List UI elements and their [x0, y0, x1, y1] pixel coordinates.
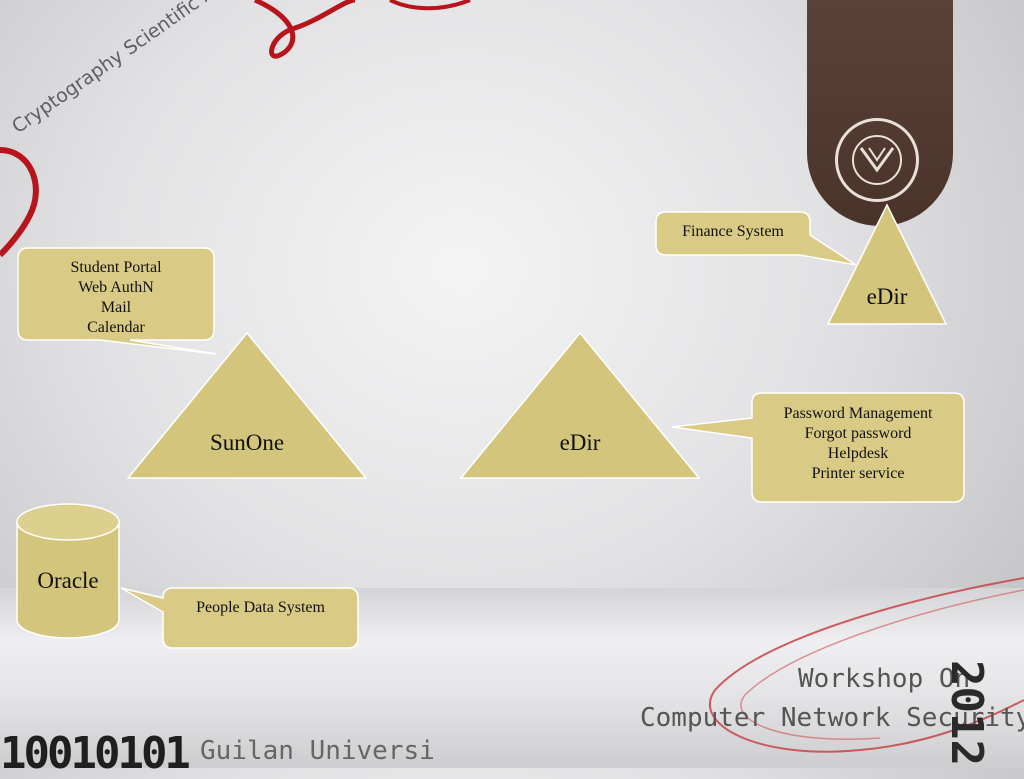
workshop-title-line1: Workshop On [798, 664, 971, 694]
callout-line: Printer service [811, 465, 905, 482]
oracle-cylinder-body [16, 521, 120, 639]
sunone-callout [17, 247, 217, 355]
swirl-bottom-right-2 [740, 589, 1024, 740]
oracle-label: Oracle [37, 568, 99, 593]
oracle-cylinder-top [16, 503, 120, 541]
people-data-callout [120, 587, 359, 649]
swirl-bottom-right [708, 577, 1024, 753]
callout-line: Mail [100, 299, 132, 316]
finance-callout [655, 211, 857, 266]
callout-line: Calendar [87, 319, 145, 336]
edir-center-callout [671, 392, 965, 503]
callout-line: Forgot password [804, 425, 912, 442]
association-seal-inner [852, 135, 902, 185]
finance-callout-text: Finance System [682, 223, 784, 240]
edir-right-triangle [826, 203, 948, 325]
university-watermark: Guilan Universi [200, 736, 435, 766]
swirl-top [253, 0, 356, 59]
callout-line: Password Management [783, 405, 933, 422]
callout-line: Web AuthN [78, 279, 154, 296]
callout-line: Helpdesk [827, 445, 889, 462]
people-data-callout-text: People Data System [196, 599, 325, 616]
sunone-callout-text: Student Portal Web AuthN Mail Calendar [18, 258, 214, 338]
callout-line: Student Portal [70, 259, 162, 276]
sunone-triangle [126, 331, 368, 479]
sunone-label: SunOne [209, 430, 285, 455]
association-seal-outer [835, 118, 919, 202]
edir-center-callout-text: Password Management Forgot password Help… [752, 404, 964, 484]
workshop-title-line2: Computer Network Security [640, 703, 1024, 733]
swirl-left [0, 147, 39, 258]
seal-emblem-icon [859, 147, 895, 173]
edir-center-triangle [459, 331, 701, 479]
edir-center-label: eDir [559, 430, 601, 455]
swirl-top-2 [389, 0, 471, 11]
edir-right-label: eDir [866, 284, 908, 309]
